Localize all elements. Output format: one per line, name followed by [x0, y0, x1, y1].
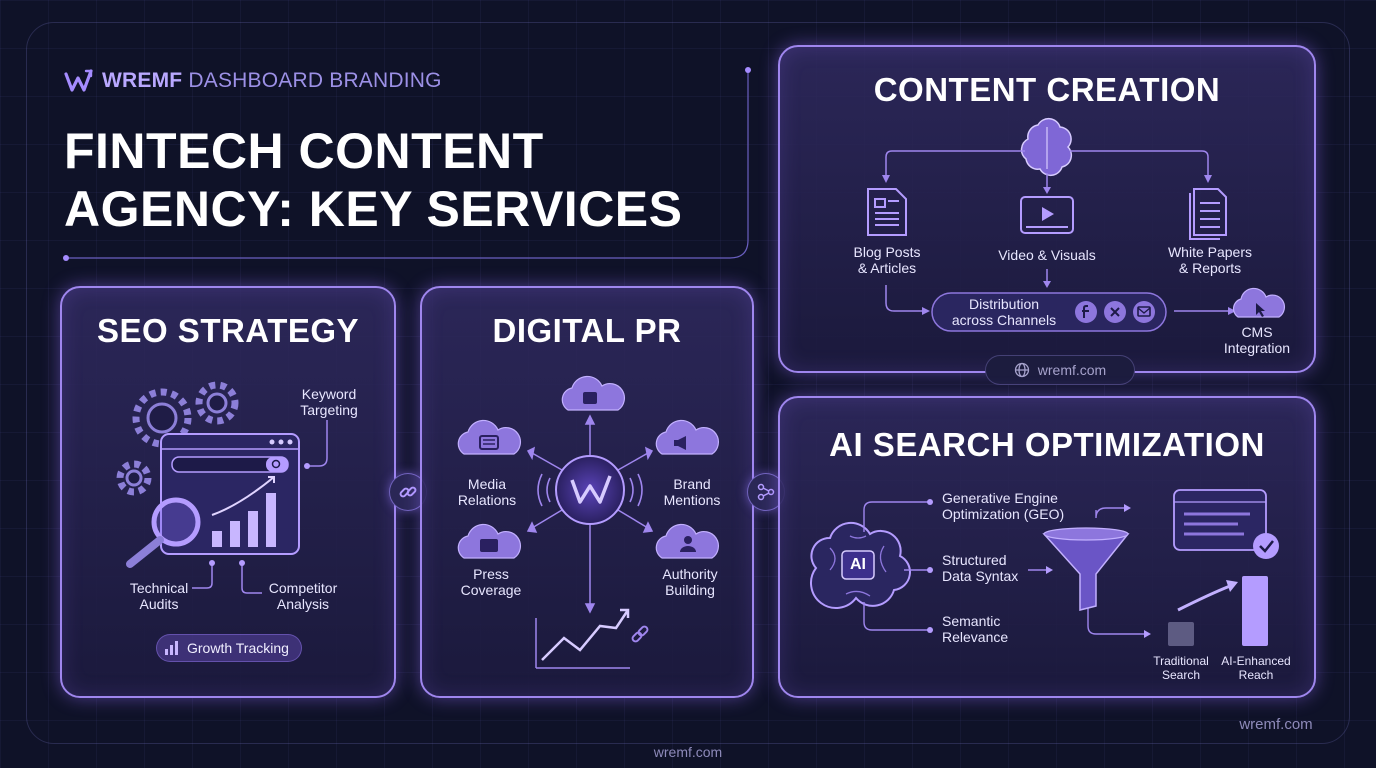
- press-coverage-label: Press Coverage: [452, 566, 530, 598]
- url-badge[interactable]: wremf.com: [985, 355, 1135, 385]
- video-visuals-label: Video & Visuals: [998, 247, 1096, 263]
- enhanced-label-line1: AI-Enhanced: [1221, 654, 1291, 668]
- pr-panel-title: DIGITAL PR: [492, 312, 682, 349]
- semantic-label-line1: Semantic: [942, 613, 1001, 629]
- seo-panel-title: SEO STRATEGY: [96, 312, 360, 349]
- ai-enhanced-reach-label: AI-Enhanced Reach: [1218, 654, 1294, 682]
- geo-label-line1: Generative Engine: [942, 490, 1058, 506]
- brand-name: WREMF DASHBOARD BRANDING: [102, 69, 442, 92]
- page-title-line1: FINTECH CONTENT: [64, 123, 544, 179]
- white-label-line1: White Papers: [1167, 244, 1253, 260]
- structured-label-line2: Data Syntax: [942, 568, 1019, 584]
- competitor-label-line1: Competitor: [268, 580, 338, 596]
- technical-label-line2: Audits: [139, 596, 179, 612]
- media-relations-label: Media Relations: [452, 476, 522, 508]
- brand-label-line2: Mentions: [663, 492, 721, 508]
- distribution-label-line1: Distribution: [968, 296, 1040, 312]
- traditional-label-line1: Traditional: [1153, 654, 1209, 668]
- growth-tracking-label: Growth Tracking: [187, 640, 289, 656]
- press-label-line1: Press: [473, 566, 509, 582]
- brand-header: WREMF DASHBOARD BRANDING: [64, 68, 442, 94]
- authority-label-line1: Authority: [662, 566, 718, 582]
- keyword-targeting-label: Keyword Targeting: [284, 386, 374, 418]
- seo-strategy-panel: SEO STRATEGY: [60, 286, 396, 698]
- technical-audits-label: Technical Audits: [114, 580, 204, 612]
- gears-icon: [116, 381, 239, 496]
- blog-posts-label: Blog Posts & Articles: [842, 244, 932, 276]
- distribution-label-line2: across Channels: [951, 312, 1057, 328]
- ai-panel-title: AI SEARCH OPTIMIZATION: [829, 426, 1265, 463]
- magnifier-icon: [126, 497, 201, 568]
- blog-label-line2: & Articles: [857, 260, 917, 276]
- enhanced-label-line2: Reach: [1238, 668, 1274, 682]
- traditional-search-label: Traditional Search: [1146, 654, 1216, 682]
- structured-data-label: Structured Data Syntax: [942, 552, 1042, 584]
- page-title-line2: AGENCY: KEY SERVICES: [64, 181, 683, 237]
- blog-label-line1: Blog Posts: [853, 244, 921, 260]
- seo-connector-lines: [192, 420, 328, 594]
- network-nodes-icon: [757, 483, 775, 501]
- brand-label-line1: Brand: [673, 476, 711, 492]
- growth-tracking-pill[interactable]: Growth Tracking: [156, 634, 302, 662]
- ai-flow-diagram: [810, 489, 1279, 646]
- white-label-line2: & Reports: [1178, 260, 1242, 276]
- authority-label-line2: Building: [665, 582, 715, 598]
- content-creation-panel: CONTENT CREATION: [778, 45, 1316, 373]
- digital-pr-panel: DIGITAL PR: [420, 286, 754, 698]
- content-panel-title: CONTENT CREATION: [873, 71, 1221, 108]
- w-logo-icon: [64, 69, 93, 92]
- content-flow-diagram: [867, 117, 1285, 332]
- cms-label-line1: CMS: [1241, 324, 1273, 340]
- bar-chart-icon: [165, 641, 178, 655]
- chain-link-icon: [399, 486, 417, 498]
- keyword-label-line2: Targeting: [300, 402, 358, 418]
- pr-network-diagram: [457, 375, 719, 669]
- traditional-label-line2: Search: [1161, 668, 1201, 682]
- geo-label: Generative Engine Optimization (GEO): [942, 490, 1082, 522]
- geo-label-line2: Optimization (GEO): [942, 506, 1065, 522]
- keyword-label-line1: Keyword: [301, 386, 357, 402]
- ai-badge: AI: [850, 556, 866, 573]
- cms-label-line2: Integration: [1223, 340, 1291, 356]
- press-label-line2: Coverage: [460, 582, 522, 598]
- footer-url-center[interactable]: wremf.com: [653, 744, 723, 760]
- page-title: FINTECH CONTENT AGENCY: KEY SERVICES: [64, 122, 764, 238]
- white-papers-label: White Papers & Reports: [1160, 244, 1260, 276]
- semantic-relevance-label: Semantic Relevance: [942, 613, 1042, 645]
- structured-label-line1: Structured: [942, 552, 1007, 568]
- cms-integration-label: CMS Integration: [1216, 324, 1298, 356]
- footer-url-right[interactable]: wremf.com: [1239, 716, 1313, 733]
- ai-search-panel: AI SEARCH OPTIMIZATION: [778, 396, 1316, 698]
- brand-mentions-label: Brand Mentions: [656, 476, 728, 508]
- distribution-label: Distribution across Channels: [948, 296, 1060, 328]
- media-label-line2: Relations: [457, 492, 517, 508]
- globe-icon: [1014, 362, 1029, 378]
- authority-building-label: Authority Building: [652, 566, 728, 598]
- outer-frame: [26, 22, 1350, 744]
- technical-label-line1: Technical: [129, 580, 189, 596]
- media-label-line1: Media: [467, 476, 507, 492]
- url-badge-text: wremf.com: [1037, 362, 1107, 378]
- semantic-label-line2: Relevance: [942, 629, 1009, 645]
- competitor-analysis-label: Competitor Analysis: [258, 580, 348, 612]
- competitor-label-line2: Analysis: [276, 596, 330, 612]
